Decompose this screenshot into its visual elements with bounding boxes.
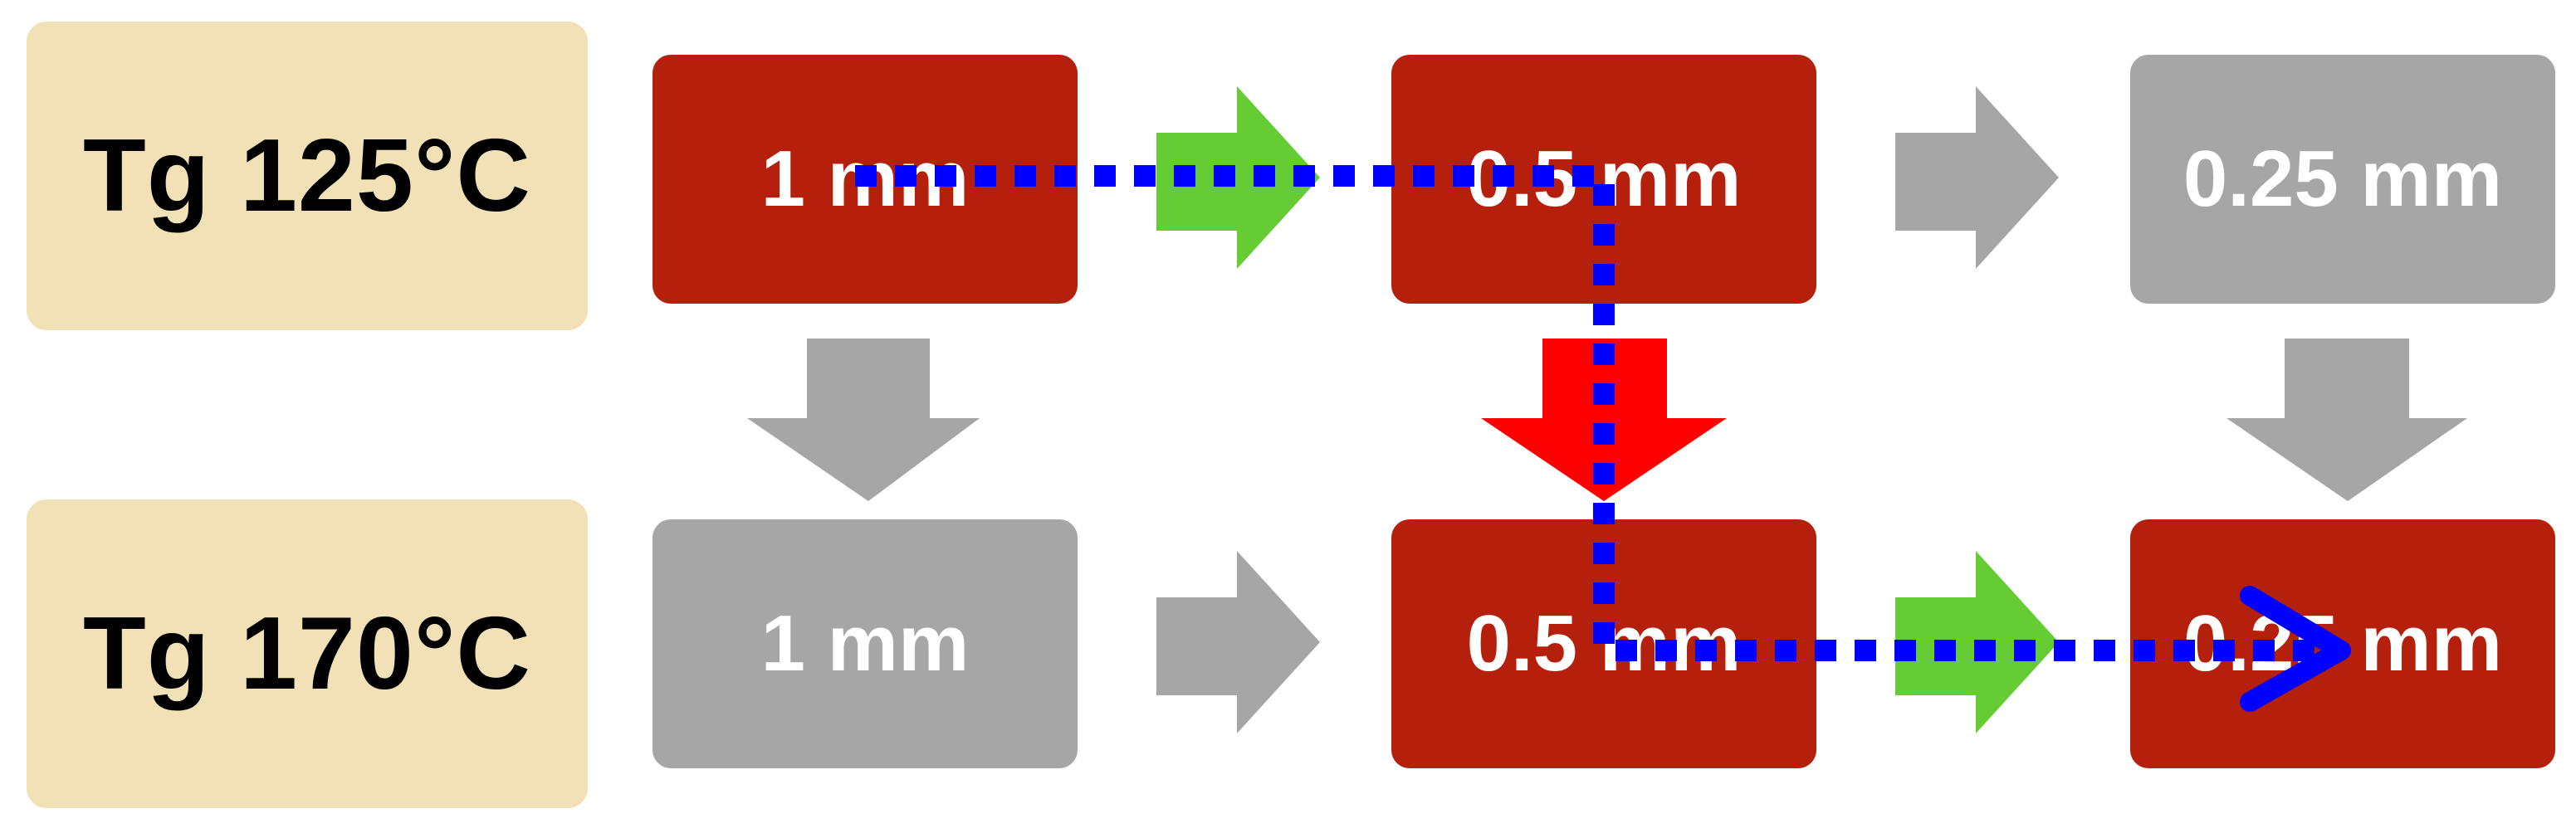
arrow-down-gray-icon <box>747 339 980 501</box>
arrow-right-gray-icon <box>1156 551 1320 733</box>
box-label: 1 mm <box>760 599 970 688</box>
dotted-path-line <box>855 165 2341 661</box>
box-tg125-0.25mm: 0.25 mm <box>2130 55 2555 304</box>
box-tg170-1mm: 1 mm <box>653 519 1078 768</box>
box-label: 0.25 mm <box>2183 134 2503 223</box>
row-label-text: Tg 125°C <box>83 119 531 233</box>
arrow-right-green-icon <box>1156 86 1320 269</box>
row-label-tg-125: Tg 125°C <box>27 22 588 330</box>
row-label-text: Tg 170°C <box>83 597 531 711</box>
path-arrowhead-icon <box>2240 586 2351 712</box>
arrow-right-gray-icon <box>1895 86 2059 269</box>
arrow-down-red-icon <box>1481 339 1727 501</box>
row-label-tg-170: Tg 170°C <box>27 499 588 808</box>
arrow-down-gray-icon <box>2227 339 2467 501</box>
